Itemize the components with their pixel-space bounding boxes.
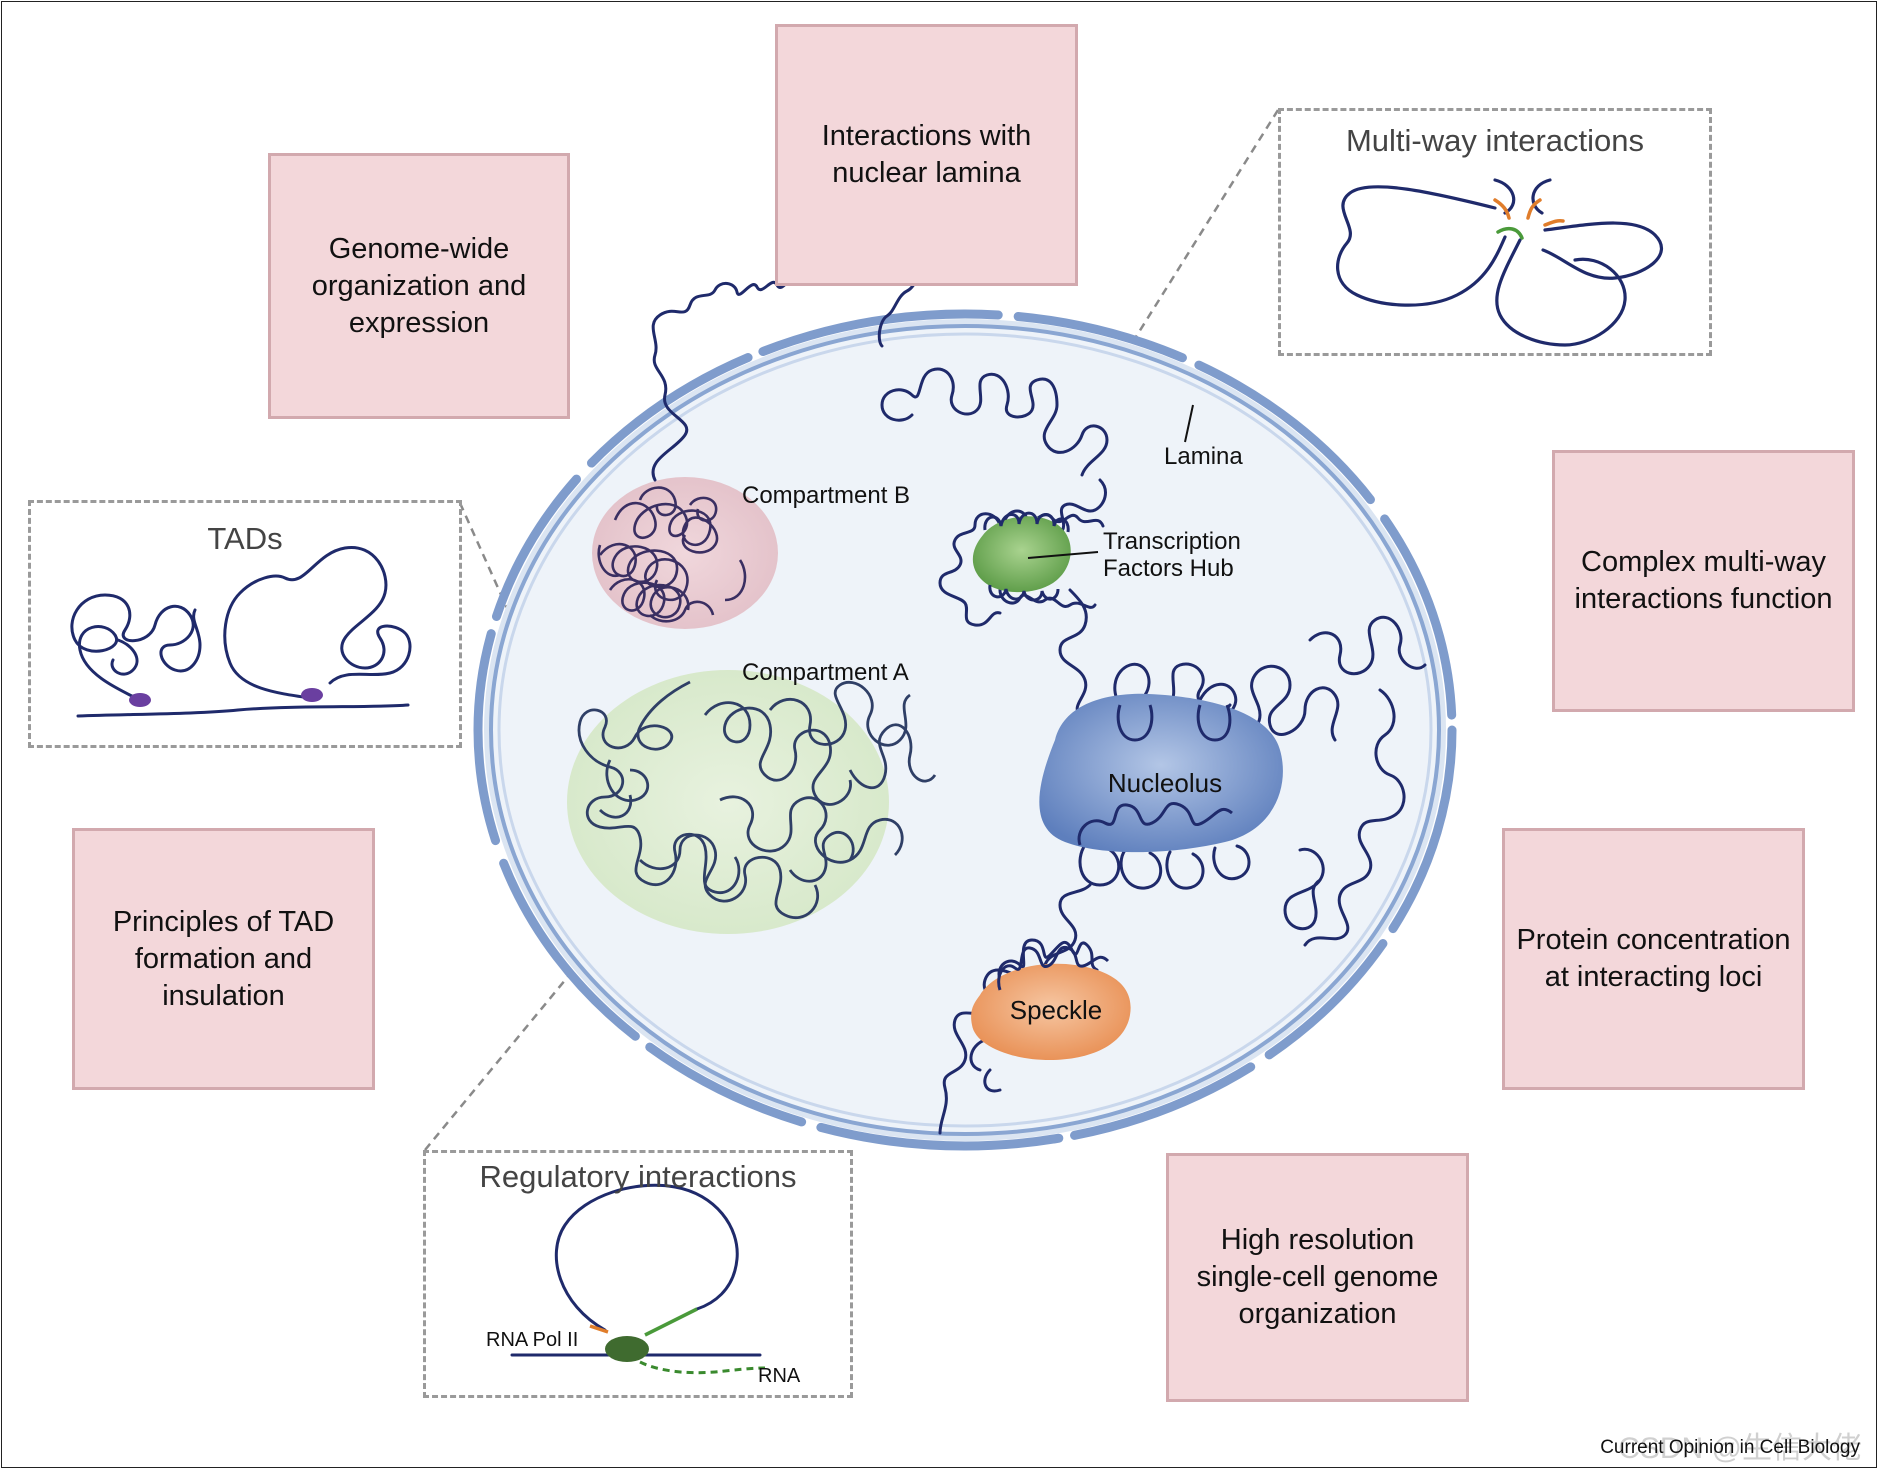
watermark: CSDN @生信大佬: [1618, 1432, 1862, 1465]
box-complex-multiway-text: Complex multi-way interactions function: [1574, 546, 1833, 615]
label-nucleolus: Nucleolus: [1108, 768, 1222, 798]
enhancer-contact: [644, 1307, 698, 1337]
hub-leader-line: [1027, 551, 1099, 559]
cohesin-left: [129, 693, 151, 707]
compartment-a-region: [567, 670, 889, 934]
box-high-resolution-text: High resolution single-cell genome organ…: [1196, 1224, 1439, 1330]
inset-multiway-title: Multi-way interactions: [1345, 123, 1645, 158]
box-high-resolution: High resolution single-cell genome organ…: [1166, 1153, 1469, 1402]
hub-chromatin-loops: [983, 511, 1070, 602]
label-compartment-a: Compartment A: [742, 659, 909, 686]
label-rna-pol-ii: RNA Pol II: [486, 1329, 578, 1351]
rna-pol-ii-blob: [605, 1336, 649, 1362]
label-rna: RNA: [758, 1365, 801, 1387]
box-genome-wide-text: Genome-wide organization and expression: [311, 232, 527, 339]
box-complex-multiway: Complex multi-way interactions function: [1552, 450, 1855, 712]
box-protein-concentration: Protein concentration at interacting loc…: [1502, 828, 1805, 1090]
label-lamina: Lamina: [1164, 443, 1243, 470]
lamina-layer: [497, 332, 1433, 1128]
promoter-contact: [589, 1324, 609, 1334]
rna-transcript: [639, 1360, 766, 1375]
label-tf-hub-line2: Factors Hub: [1103, 555, 1234, 582]
box-nuclear-lamina-text: Interactions with nuclear lamina: [821, 120, 1032, 189]
inset-regulatory: Regulatory interactions: [423, 1150, 853, 1398]
tads-drawing: [70, 546, 412, 718]
multiway-drawing: [1335, 178, 1663, 347]
lamina-leader-line: [1184, 404, 1194, 443]
journal-credit: Current Opinion in Cell Biology: [1600, 1437, 1860, 1458]
speckle: [971, 963, 1131, 1060]
label-speckle: Speckle: [1010, 995, 1103, 1025]
nucleolus-chromatin-loops: [1077, 704, 1233, 846]
label-tf-hub-line1: Transcription: [1103, 528, 1241, 555]
inset-tads-title: TADs: [207, 521, 283, 556]
compartment-a-chromatin: [577, 680, 937, 919]
speckle-chromatin-loops: [997, 945, 1110, 991]
box-nuclear-lamina: Interactions with nuclear lamina: [775, 24, 1078, 286]
inset-regulatory-title: Regulatory interactions: [479, 1159, 797, 1194]
tad-boundary-proteins: [129, 688, 323, 707]
inset-multiway: Multi-way interactions: [1278, 108, 1712, 356]
compartment-b-chromatin: [597, 486, 747, 623]
multiway-contacts: [1493, 198, 1565, 240]
inner-membrane: [489, 324, 1441, 1136]
box-protein-concentration-text: Protein concentration at interacting loc…: [1516, 924, 1791, 993]
regulatory-connector: [424, 864, 661, 1151]
cohesin-right: [301, 688, 323, 702]
inset-tads: TADs: [28, 500, 462, 748]
box-genome-wide: Genome-wide organization and expression: [268, 153, 570, 419]
outer-envelope: [473, 309, 1457, 1151]
box-tad-principles: Principles of TAD formation and insulati…: [72, 828, 375, 1090]
transcription-factors-hub: [972, 516, 1071, 593]
nucleolus: [1039, 693, 1283, 853]
box-tad-principles-text: Principles of TAD formation and insulati…: [112, 905, 335, 1012]
label-compartment-b: Compartment B: [742, 482, 910, 509]
compartment-b-region: [592, 477, 778, 629]
